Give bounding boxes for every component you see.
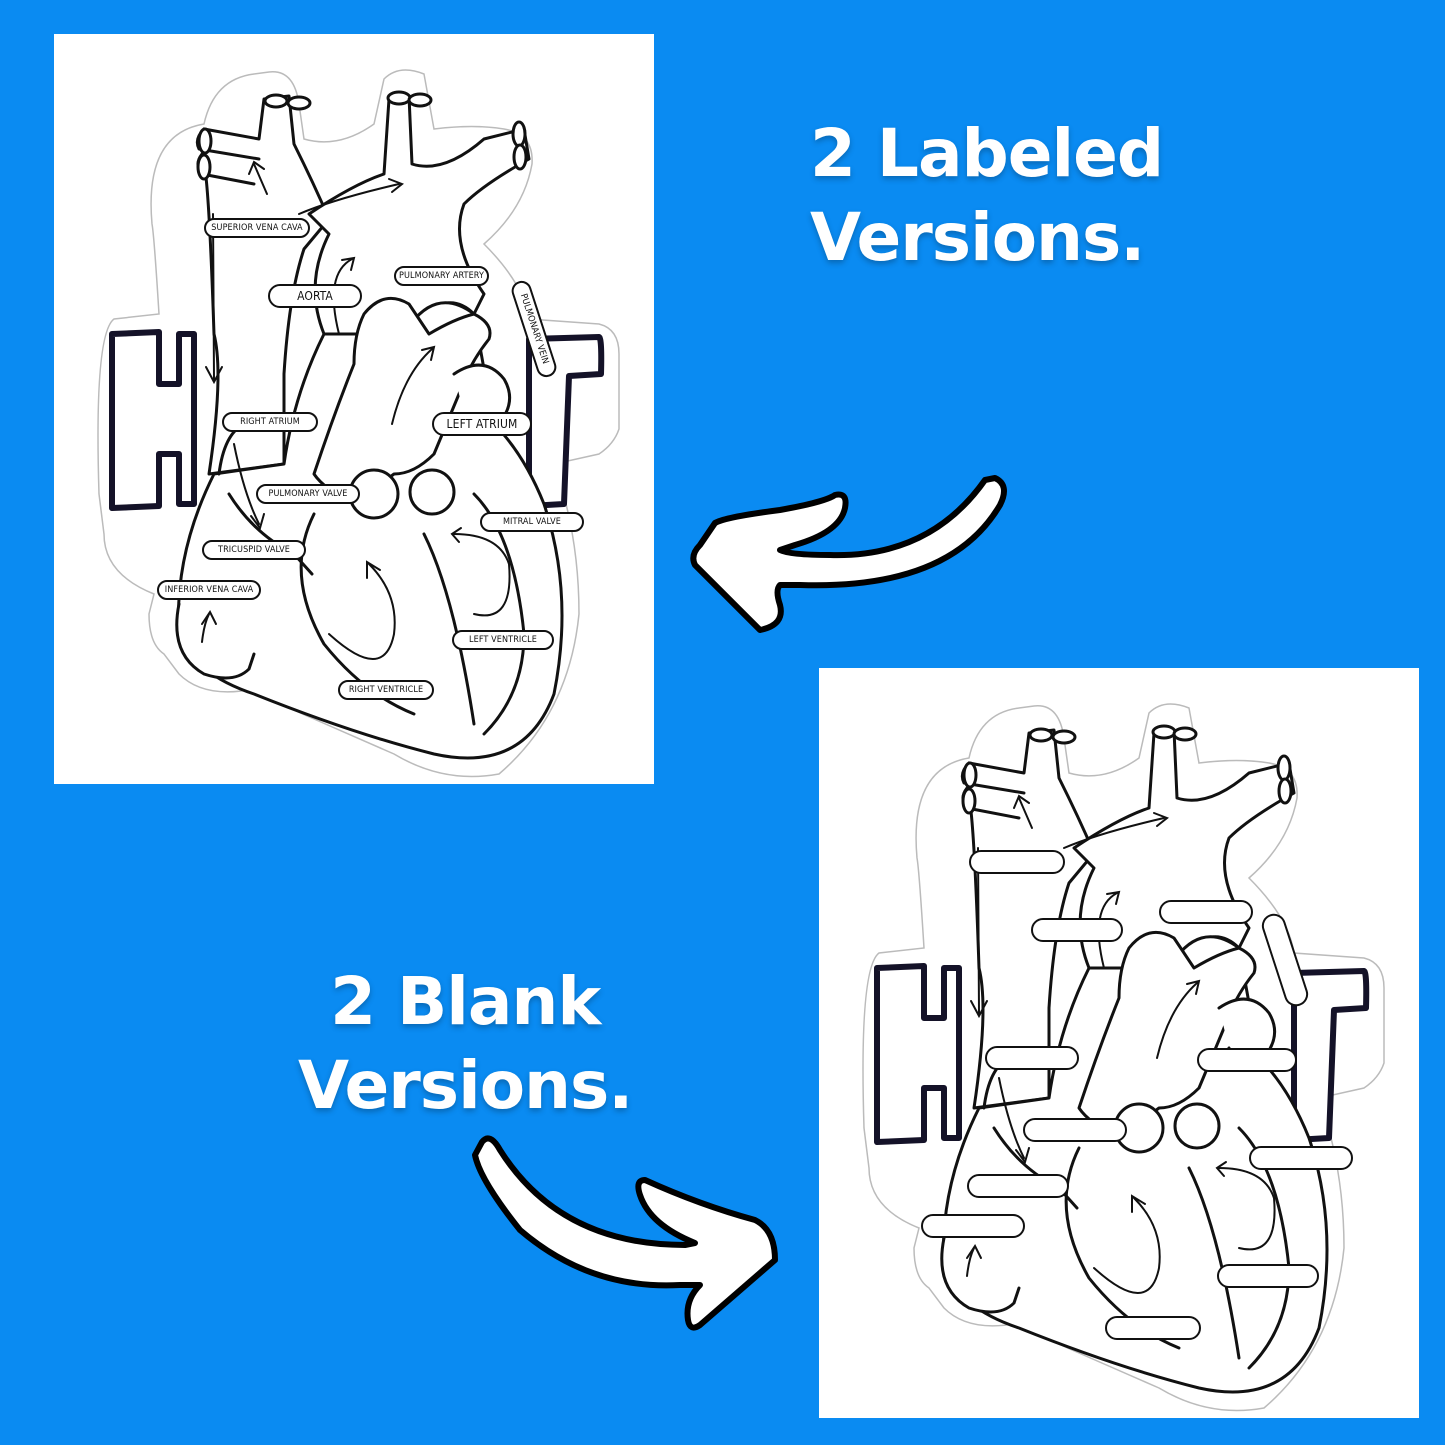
blank-label-mitral-valve[interactable] <box>1249 1146 1353 1170</box>
headline-blank-line1: 2 Blank <box>330 963 601 1040</box>
blank-label-right-atrium[interactable] <box>985 1046 1079 1070</box>
headline-labeled-line2: Versions. <box>810 199 1145 276</box>
blank-label-left-ventricle[interactable] <box>1217 1264 1319 1288</box>
label-left-atrium: LEFT ATRIUM <box>432 412 532 436</box>
headline-labeled-line1: 2 Labeled <box>810 115 1164 192</box>
label-superior-vena-cava: SUPERIOR VENA CAVA <box>204 218 310 238</box>
blank-label-inferior-vena-cava[interactable] <box>921 1214 1025 1238</box>
blank-label-left-atrium[interactable] <box>1197 1048 1297 1072</box>
headline-blank-versions: 2 Blank Versions. <box>298 960 633 1128</box>
blank-heart-panel <box>819 668 1419 1418</box>
curved-arrow-left-icon <box>690 475 1007 633</box>
label-right-ventricle: RIGHT VENTRICLE <box>338 680 434 700</box>
label-tricuspid-valve: TRICUSPID VALVE <box>202 540 306 560</box>
blank-label-superior-vena-cava[interactable] <box>969 850 1065 874</box>
blank-label-right-ventricle[interactable] <box>1105 1316 1201 1340</box>
headline-labeled-versions: 2 Labeled Versions. <box>810 112 1164 280</box>
label-right-atrium: RIGHT ATRIUM <box>222 412 318 432</box>
blank-label-pulmonary-valve[interactable] <box>1023 1118 1127 1142</box>
label-pulmonary-valve: PULMONARY VALVE <box>256 484 360 504</box>
curved-arrow-right-icon <box>472 1135 778 1331</box>
heart-diagram <box>819 668 1419 1418</box>
label-inferior-vena-cava: INFERIOR VENA CAVA <box>157 580 261 600</box>
label-mitral-valve: MITRAL VALVE <box>480 512 584 532</box>
label-pulmonary-artery: PULMONARY ARTERY <box>394 266 489 286</box>
blank-label-tricuspid-valve[interactable] <box>967 1174 1069 1198</box>
labeled-heart-panel: SUPERIOR VENA CAVA AORTA PULMONARY ARTER… <box>54 34 654 784</box>
heart-diagram <box>54 34 654 784</box>
blank-label-pulmonary-artery[interactable] <box>1159 900 1253 924</box>
label-aorta: AORTA <box>268 284 362 308</box>
blank-label-aorta[interactable] <box>1031 918 1123 942</box>
headline-blank-line2: Versions. <box>298 1047 633 1124</box>
label-left-ventricle: LEFT VENTRICLE <box>452 630 554 650</box>
